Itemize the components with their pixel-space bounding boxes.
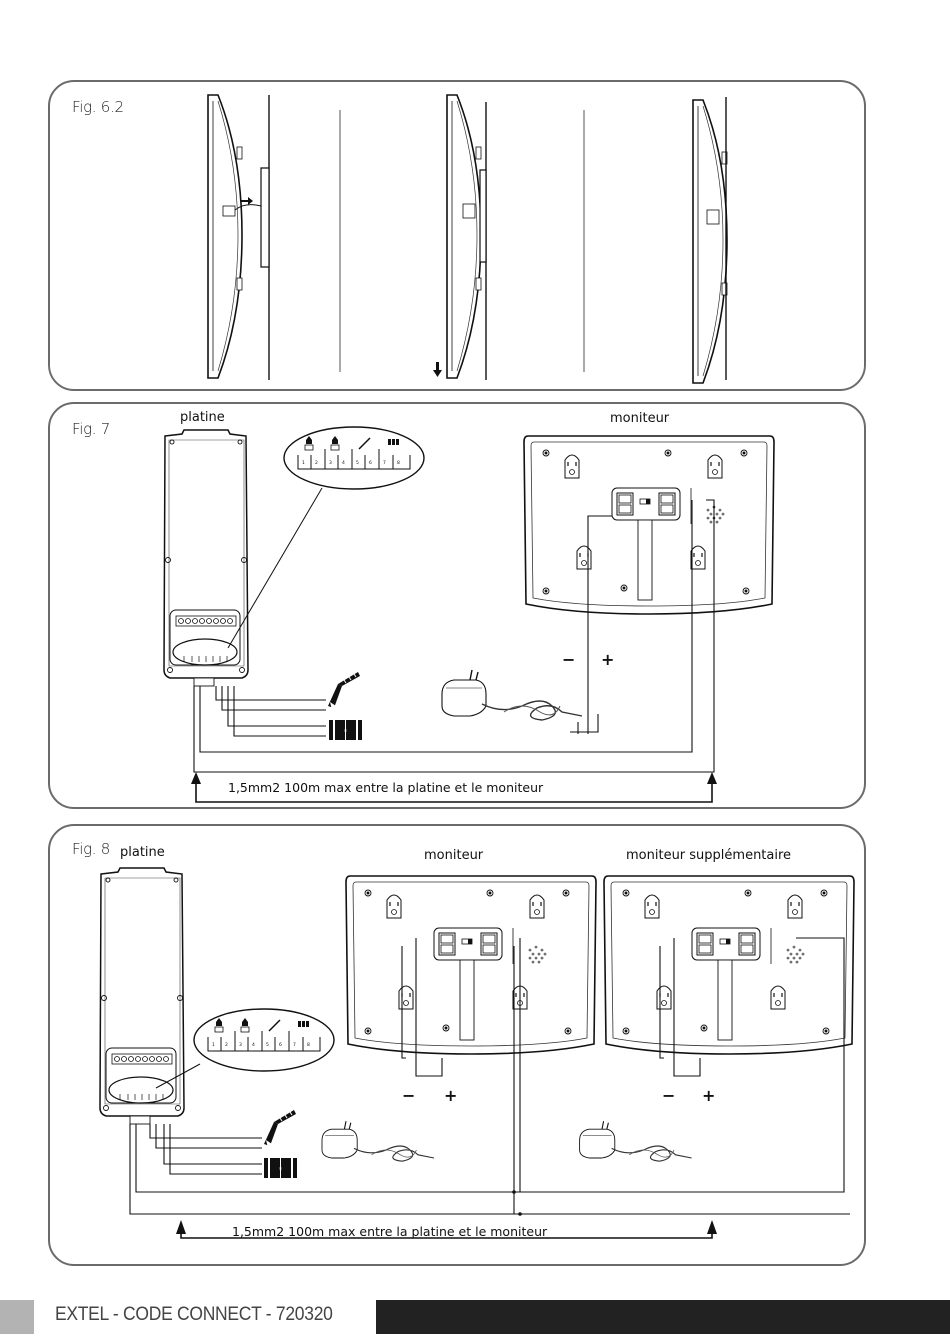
figure-8-panel: Fig. 8 platine moniteur moniteur supplém… [48, 824, 866, 1266]
monitor-back [524, 436, 774, 614]
footer-accent-block [0, 1300, 34, 1334]
extra-minus-label: − [662, 1086, 676, 1105]
step-2-slide-down [433, 94, 585, 380]
cable-note: 1,5mm2 100m max entre la platine et le m… [228, 780, 544, 795]
figure-label: Fig. 6.2 [72, 98, 124, 116]
gate-icon [263, 1157, 298, 1179]
monitor-label: moniteur [610, 411, 670, 426]
wall-mount-steps-diagram [207, 94, 728, 384]
extra-monitor-back [604, 876, 854, 1054]
figure-label: Fig. 7 [72, 420, 110, 438]
extra-power-adapter [579, 1120, 693, 1162]
bracket [260, 167, 270, 268]
door-station [99, 867, 185, 1125]
lock-icon [327, 671, 361, 711]
monitor-label: moniteur [424, 848, 484, 863]
dimension-arrow [176, 1220, 717, 1239]
minus-label: − [562, 650, 576, 669]
minus-label: − [402, 1086, 416, 1105]
extra-monitor-label: moniteur supplémentaire [626, 848, 792, 863]
wiring-diagram-two-monitors [99, 867, 868, 1239]
terminal-zoom-balloon [193, 1008, 335, 1072]
power-adapter [441, 669, 583, 721]
figure-label: Fig. 8 [72, 840, 110, 858]
dimension-arrow [191, 772, 717, 803]
platine-label: platine [180, 410, 225, 425]
footer-title: EXTEL - CODE CONNECT - 720320 [55, 1304, 333, 1325]
monitor-back [346, 876, 596, 1054]
callout-line [155, 1063, 201, 1089]
plus-label: + [444, 1086, 458, 1105]
callout-line [227, 487, 323, 649]
step-1-present-monitor [207, 94, 341, 380]
door-station [163, 429, 249, 687]
figure-7-panel: Fig. 7 platine moniteur − + 1,5mm2 10 [48, 402, 866, 809]
figure-6-2-panel: Fig. 6.2 [48, 80, 866, 391]
platine-label: platine [120, 845, 165, 860]
arrow-down-icon [433, 362, 442, 377]
cable-note: 1,5mm2 100m max entre la platine et le m… [232, 1224, 548, 1239]
extra-plus-label: + [702, 1086, 716, 1105]
wires [129, 937, 850, 1215]
wiring-diagram-single-monitor [163, 426, 868, 803]
arrow-right-icon [240, 197, 253, 205]
footer-bar [376, 1300, 950, 1334]
power-adapter [321, 1120, 435, 1162]
step-3-mounted [692, 97, 728, 384]
plus-label: + [601, 650, 615, 669]
gate-icon [328, 719, 363, 741]
terminal-zoom-balloon [283, 426, 425, 490]
wires [193, 499, 715, 773]
lock-icon [263, 1109, 297, 1149]
